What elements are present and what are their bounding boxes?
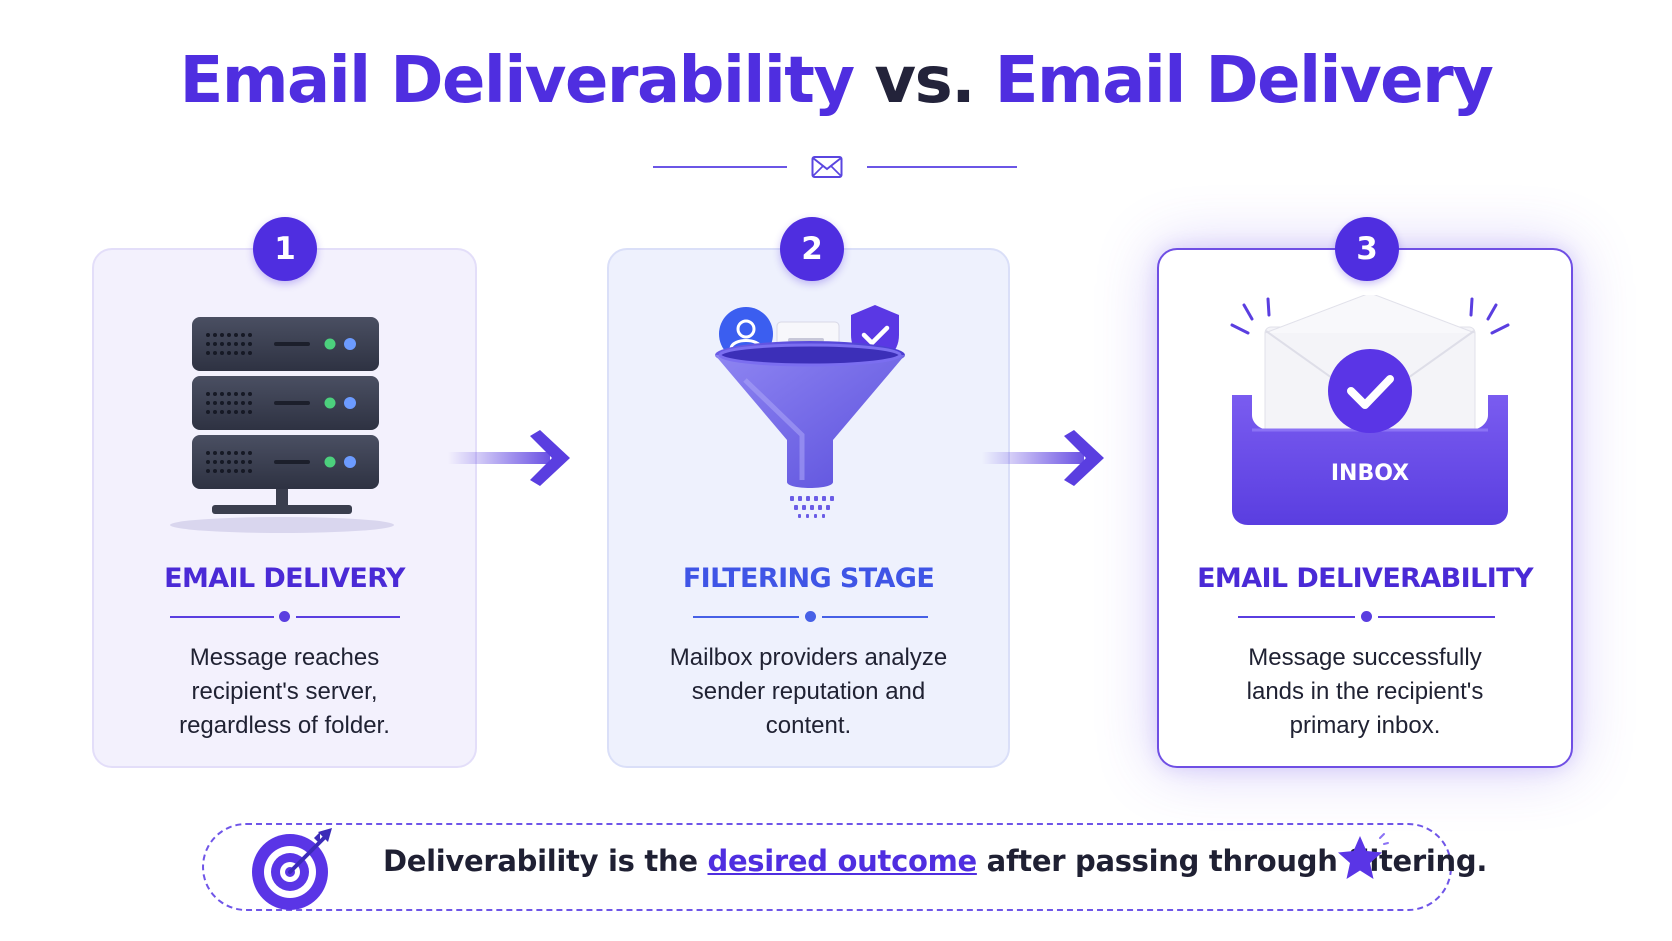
key-takeaway-callout <box>202 823 1452 911</box>
desc-line: recipient's server, <box>191 678 378 705</box>
separator-left-3 <box>1238 616 1355 618</box>
desc-line: Message reaches <box>189 644 380 671</box>
title-delivery: Email Delivery <box>994 44 1494 118</box>
step-number-badge-1: 1 <box>253 217 317 281</box>
separator-left-2 <box>693 616 799 618</box>
star-icon <box>1338 833 1389 879</box>
separator-dot-3 <box>1361 611 1372 622</box>
separator-dot-2 <box>805 611 816 622</box>
step-description-2: Mailbox providers analyze sender reputat… <box>607 641 1010 743</box>
inbox-check-icon: INBOX <box>1230 295 1510 525</box>
desc-line: content. <box>765 712 852 739</box>
takeaway-highlight: desired outcome <box>707 844 977 878</box>
title-divider-right <box>867 166 1017 168</box>
arrow-right-icon <box>982 430 1104 486</box>
step-number-badge-3: 3 <box>1335 217 1399 281</box>
step-title-filtering-stage: FILTERING STAGE <box>682 563 935 594</box>
server-rack-icon <box>170 317 394 533</box>
page-title: Email Deliverability vs. Email Delivery <box>0 44 1672 118</box>
title-divider-left <box>653 166 787 168</box>
desc-line: primary inbox. <box>1289 712 1441 739</box>
envelope-icon <box>811 156 843 178</box>
step-number-badge-2: 2 <box>780 217 844 281</box>
filter-funnel-icon <box>715 305 905 518</box>
separator-right-3 <box>1378 616 1495 618</box>
separator-left-1 <box>170 616 274 618</box>
separator-right-2 <box>822 616 928 618</box>
inbox-label: INBOX <box>1331 461 1409 486</box>
takeaway-text-start: Deliverability is the <box>383 844 708 878</box>
takeaway-text-end: after passing through filtering. <box>976 844 1488 878</box>
step-title-email-delivery: EMAIL DELIVERY <box>164 563 405 594</box>
desc-line: Message successfully <box>1248 644 1482 671</box>
separator-dot-1 <box>279 611 290 622</box>
title-deliverability: Email Deliverability <box>179 44 855 118</box>
title-vs: vs. <box>874 44 975 118</box>
takeaway-text: Deliverability is the desired outcome af… <box>383 844 1487 878</box>
desc-line: Mailbox providers analyze <box>669 644 948 671</box>
step-description-1: Message reaches recipient's server, rega… <box>92 641 477 743</box>
target-icon <box>252 828 332 910</box>
separator-right-1 <box>296 616 400 618</box>
step-title-email-deliverability: EMAIL DELIVERABILITY <box>1197 563 1533 594</box>
arrow-right-icon <box>448 430 570 486</box>
step-description-3: Message successfully lands in the recipi… <box>1157 641 1573 743</box>
desc-line: sender reputation and <box>691 678 926 705</box>
desc-line: lands in the recipient's <box>1246 678 1484 705</box>
desc-line: regardless of folder. <box>179 712 390 739</box>
